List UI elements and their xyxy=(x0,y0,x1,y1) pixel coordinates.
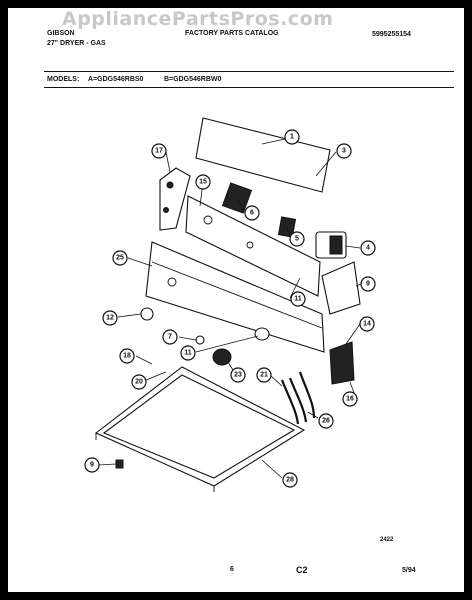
callout-14: 14 xyxy=(359,316,375,332)
buzzer-bracket xyxy=(329,341,355,385)
svg-text:28: 28 xyxy=(286,477,294,484)
svg-text:7: 7 xyxy=(168,334,172,341)
svg-text:12: 12 xyxy=(106,315,114,322)
models-label: MODELS: xyxy=(47,76,80,83)
figure-ref: 2422 xyxy=(380,537,394,543)
model-a: A=GDG546RBS0 xyxy=(88,76,144,83)
svg-text:5: 5 xyxy=(295,236,299,243)
svg-text:23: 23 xyxy=(234,372,242,379)
dryer-top xyxy=(94,366,306,492)
control-panel-cover xyxy=(195,117,331,193)
svg-text:4: 4 xyxy=(366,245,370,252)
wire-harness xyxy=(280,371,316,425)
svg-text:20: 20 xyxy=(135,379,143,386)
svg-text:15: 15 xyxy=(199,179,207,186)
svg-text:17: 17 xyxy=(155,148,163,155)
callout-18: 18 xyxy=(119,348,135,364)
callout-7: 7 xyxy=(162,329,178,345)
model-b: B=GDG546RBW0 xyxy=(164,76,222,83)
model-line: 27" DRYER - GAS xyxy=(47,40,106,47)
callout-15: 15 xyxy=(195,174,211,190)
section-code: C2 xyxy=(296,565,308,575)
callout-25: 25 xyxy=(112,250,128,266)
svg-text:21: 21 xyxy=(260,372,268,379)
knob-small xyxy=(195,335,205,345)
push-button xyxy=(212,348,232,366)
callout-9: 9 xyxy=(84,457,100,473)
brand: GIBSON xyxy=(47,30,75,37)
svg-text:6: 6 xyxy=(250,210,254,217)
callout-21: 21 xyxy=(256,367,272,383)
svg-text:3: 3 xyxy=(342,148,346,155)
knob xyxy=(140,307,154,321)
callout-4: 4 xyxy=(360,240,376,256)
svg-text:25: 25 xyxy=(116,255,124,262)
console xyxy=(145,241,325,353)
callout-1: 1 xyxy=(284,129,300,145)
callout-3: 3 xyxy=(336,143,352,159)
callout-26: 26 xyxy=(318,413,334,429)
header-rule-bottom xyxy=(44,87,454,88)
control-panel-back xyxy=(185,195,321,297)
svg-text:11: 11 xyxy=(184,350,192,357)
callout-20: 20 xyxy=(131,374,147,390)
callout-16: 16 xyxy=(342,391,358,407)
end-cap-left xyxy=(159,167,191,231)
end-cap-right xyxy=(321,261,361,315)
timer xyxy=(221,182,253,214)
callout-11-lower: 11 xyxy=(180,345,196,361)
svg-text:9: 9 xyxy=(366,281,370,288)
header-rule-top xyxy=(44,71,454,72)
svg-text:1: 1 xyxy=(290,134,294,141)
callout-6: 6 xyxy=(244,205,260,221)
callout-23: 23 xyxy=(230,367,246,383)
svg-text:26: 26 xyxy=(322,418,330,425)
signal xyxy=(254,327,270,341)
svg-text:14: 14 xyxy=(363,321,371,328)
svg-text:16: 16 xyxy=(346,396,354,403)
doc-number: 5995255154 xyxy=(372,31,411,38)
watermark: AppliancePartsPros.com xyxy=(62,8,334,30)
callout-8: 9 xyxy=(360,276,376,292)
motor-assembly xyxy=(315,231,347,259)
catalog-title: FACTORY PARTS CATALOG xyxy=(185,30,279,37)
screw xyxy=(115,459,124,469)
leader-lines xyxy=(98,138,362,479)
page-number: 6 xyxy=(230,566,234,573)
callout-5: 5 xyxy=(289,231,305,247)
revision-date: 5/94 xyxy=(402,567,416,574)
svg-text:18: 18 xyxy=(123,353,131,360)
svg-text:9: 9 xyxy=(90,462,94,469)
callout-11-upper: 11 xyxy=(290,291,306,307)
svg-text:11: 11 xyxy=(294,296,302,303)
callout-28: 28 xyxy=(282,472,298,488)
callout-12: 12 xyxy=(102,310,118,326)
callout-17: 17 xyxy=(151,143,167,159)
